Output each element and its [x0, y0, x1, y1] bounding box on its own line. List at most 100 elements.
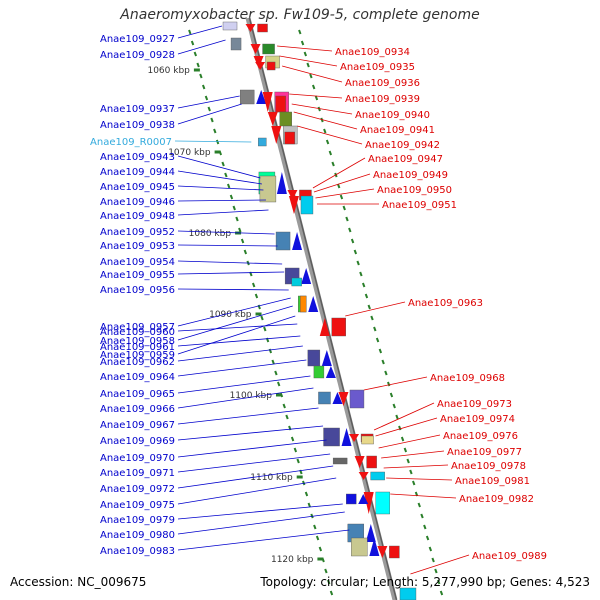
leader-line — [373, 402, 435, 431]
gene-label-right[interactable]: Anae109_0973 — [437, 399, 512, 410]
leader-line — [177, 503, 343, 520]
gene-label-right[interactable]: Anae109_0974 — [440, 414, 515, 425]
gene-feature[interactable] — [300, 295, 307, 313]
gene-label-right[interactable]: Anae109_0977 — [447, 447, 522, 458]
gene-label-right[interactable]: Anae109_0939 — [345, 94, 420, 105]
gene-label-right[interactable]: Anae109_0978 — [451, 461, 526, 472]
gene-label-right[interactable]: Anae109_0963 — [408, 298, 483, 309]
gene-label-left[interactable]: Anae109_0938 — [100, 120, 175, 131]
gene-label-left[interactable]: Anae109_0969 — [100, 436, 175, 447]
gene-feature[interactable] — [375, 491, 390, 515]
gene-feature[interactable] — [262, 43, 275, 55]
gene-label-left[interactable]: Anae109_0946 — [100, 197, 175, 208]
gene-label-left[interactable]: Anae109_0962 — [100, 357, 175, 368]
track-dot-left — [304, 491, 309, 497]
gene-label-right[interactable]: Anae109_0968 — [430, 373, 505, 384]
gene-feature[interactable] — [230, 37, 242, 51]
track-dot-right — [339, 194, 344, 200]
gene-label-left[interactable]: Anae109_0967 — [100, 420, 175, 431]
gene-label-left[interactable]: Anae109_0957 — [100, 322, 175, 333]
gene-feature[interactable] — [318, 391, 331, 405]
gene-label-left[interactable]: Anae109_0944 — [100, 167, 175, 178]
gene-label-right[interactable]: Anae109_0936 — [345, 78, 420, 89]
gene-label-left[interactable]: Anae109_0961 — [100, 342, 175, 353]
gene-label-left[interactable]: Anae109_0971 — [100, 468, 175, 479]
gene-label-left[interactable]: Anae109_0928 — [100, 50, 175, 61]
gene-feature[interactable] — [313, 365, 325, 379]
gene-label-left[interactable]: Anae109_0964 — [100, 372, 175, 383]
gene-feature[interactable] — [284, 131, 295, 145]
gene-label-left[interactable]: Anae109_0960 — [100, 327, 175, 338]
gene-label-left[interactable]: Anae109_0958 — [100, 336, 175, 347]
gene-label-left[interactable]: Anae109_0943 — [100, 152, 175, 163]
gene-feature-arrow — [325, 366, 336, 378]
leader-line — [177, 185, 264, 191]
gene-label-left[interactable]: Anae109_0956 — [100, 285, 175, 296]
gene-label-left[interactable]: Anae109_0953 — [100, 241, 175, 252]
gene-label-left[interactable]: Anae109_0965 — [100, 389, 175, 400]
gene-feature-arrow — [245, 24, 256, 32]
gene-label-right[interactable]: Anae109_0981 — [455, 476, 530, 487]
gene-label-right[interactable]: Anae109_0949 — [373, 170, 448, 181]
gene-label-left[interactable]: Anae109_0948 — [100, 211, 175, 222]
gene-feature[interactable] — [279, 111, 292, 127]
gene-label-right[interactable]: Anae109_0935 — [340, 62, 415, 73]
gene-label-right[interactable]: Anae109_0976 — [443, 431, 518, 442]
gene-feature[interactable] — [258, 137, 267, 147]
gene-feature[interactable] — [307, 349, 321, 367]
gene-label-left[interactable]: Anae109_0972 — [100, 484, 175, 495]
kbp-label: 1110 kbp — [250, 473, 293, 483]
gene-feature[interactable] — [257, 23, 268, 33]
gene-label-right[interactable]: Anae109_0934 — [335, 47, 410, 58]
gene-label-right[interactable]: Anae109_0989 — [472, 551, 547, 562]
gene-label-left[interactable]: Anae109_0952 — [100, 227, 175, 238]
leader-line — [177, 439, 327, 458]
gene-label-right[interactable]: Anae109_0942 — [365, 140, 440, 151]
gene-label-left[interactable]: Anae109_0983 — [100, 546, 175, 557]
gene-feature[interactable] — [351, 537, 368, 557]
gene-label-right[interactable]: Anae109_0940 — [355, 110, 430, 121]
gene-label-left[interactable]: Anae109_0954 — [100, 257, 175, 268]
gene-label-right[interactable]: Anae109_0941 — [360, 125, 435, 136]
gene-feature[interactable] — [323, 427, 340, 447]
gene-label-left[interactable]: Anae109_0959 — [100, 350, 175, 361]
gene-label-left[interactable]: Anae109_0937 — [100, 104, 175, 115]
gene-feature[interactable] — [349, 389, 365, 409]
gene-feature[interactable] — [239, 89, 255, 105]
leader-line — [177, 25, 223, 39]
gene-feature[interactable] — [266, 61, 276, 71]
gene-feature-arrow — [358, 472, 369, 480]
gene-label-left[interactable]: Anae109_0927 — [100, 34, 175, 45]
gene-feature[interactable] — [389, 545, 400, 559]
gene-feature[interactable] — [291, 277, 302, 287]
gene-feature[interactable] — [346, 493, 357, 505]
kbp-label: 1060 kbp — [147, 66, 190, 76]
gene-label-right[interactable]: Anae109_0951 — [382, 200, 457, 211]
gene-feature[interactable] — [275, 231, 291, 251]
track-dot-left — [251, 282, 256, 288]
gene-label-left[interactable]: Anae109_0980 — [100, 530, 175, 541]
gene-label-left[interactable]: Anae109_0955 — [100, 270, 175, 281]
leader-line — [375, 417, 438, 437]
gene-label-left[interactable]: Anae109_0979 — [100, 515, 175, 526]
gene-feature[interactable] — [332, 457, 348, 465]
gene-feature[interactable] — [331, 317, 346, 337]
gene-feature[interactable] — [399, 587, 417, 600]
gene-label-left[interactable]: Anae109_0975 — [100, 500, 175, 511]
gene-feature[interactable] — [370, 471, 385, 481]
kbp-label: 1070 kbp — [168, 148, 211, 158]
gene-label-left[interactable]: Anae109_0970 — [100, 453, 175, 464]
gene-label-left[interactable]: Anae109_0945 — [100, 182, 175, 193]
gene-feature[interactable] — [366, 455, 377, 469]
gene-label-right[interactable]: Anae109_0947 — [368, 154, 443, 165]
gene-label-right[interactable]: Anae109_0950 — [377, 185, 452, 196]
leader-line — [177, 244, 278, 247]
gene-label-right[interactable]: Anae109_0982 — [459, 494, 534, 505]
gene-label-left[interactable]: Anae109_0966 — [100, 404, 175, 415]
gene-feature[interactable] — [300, 195, 314, 215]
gene-label-left[interactable]: Anae109_R0007 — [90, 137, 172, 148]
gene-feature[interactable] — [275, 95, 286, 113]
gene-feature[interactable] — [361, 435, 374, 445]
gene-feature[interactable] — [222, 21, 238, 31]
gene-feature[interactable] — [259, 175, 277, 203]
